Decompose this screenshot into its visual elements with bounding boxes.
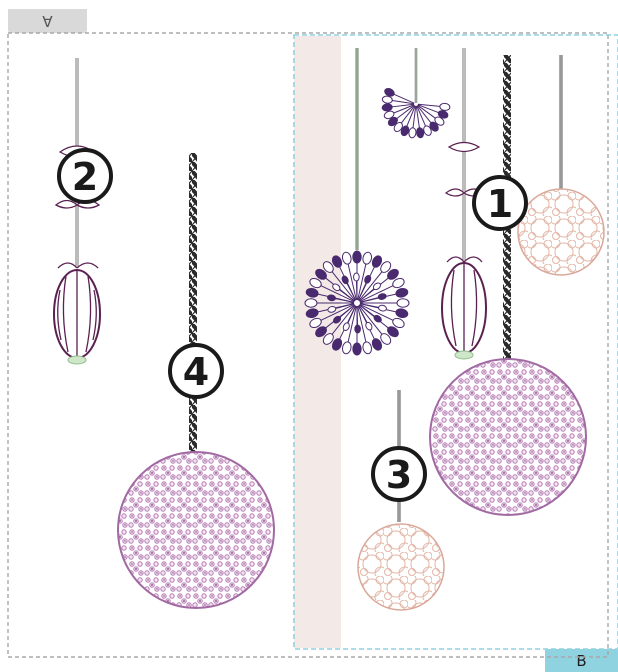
marker-3: 3 [373,448,425,500]
burst-drop [365,321,374,331]
burst-drop [353,343,361,355]
burst-ray [417,106,431,123]
burst-drop [395,308,409,319]
burst-drop [342,322,350,332]
burst-drop [353,273,359,281]
burst-drop [364,275,372,285]
burst-drop [382,103,393,111]
burst-ray [418,105,436,118]
burst-drop [341,275,350,285]
marker-1-number: 1 [487,182,513,226]
marker-3-number: 3 [386,453,412,497]
marker-4-number: 4 [183,350,209,394]
burst-drop [378,305,387,312]
burst-drop [416,127,424,138]
burst-ray [397,105,415,118]
burst-drop [341,341,352,355]
small-burst-ornament [382,48,450,138]
motif-2-leaf-ornament [54,58,100,364]
burst-drop [353,251,361,263]
burst-ray [401,106,414,123]
burst-drop [395,287,409,298]
burst-drop [355,325,361,333]
bubble-bauble-right [518,55,604,275]
burst-drop [362,251,373,265]
burst-drop [378,293,387,300]
marker-1: 1 [474,177,526,229]
burst-drop [382,96,393,104]
burst-drop [362,341,373,355]
marker-2-number: 2 [72,155,98,199]
burst-drop [341,251,352,265]
marker-2: 2 [59,150,111,202]
burst-drop [397,299,409,307]
burst-drop [408,127,416,138]
burst-drop [305,299,317,307]
burst-drop [440,103,451,111]
marker-4: 4 [170,345,222,397]
